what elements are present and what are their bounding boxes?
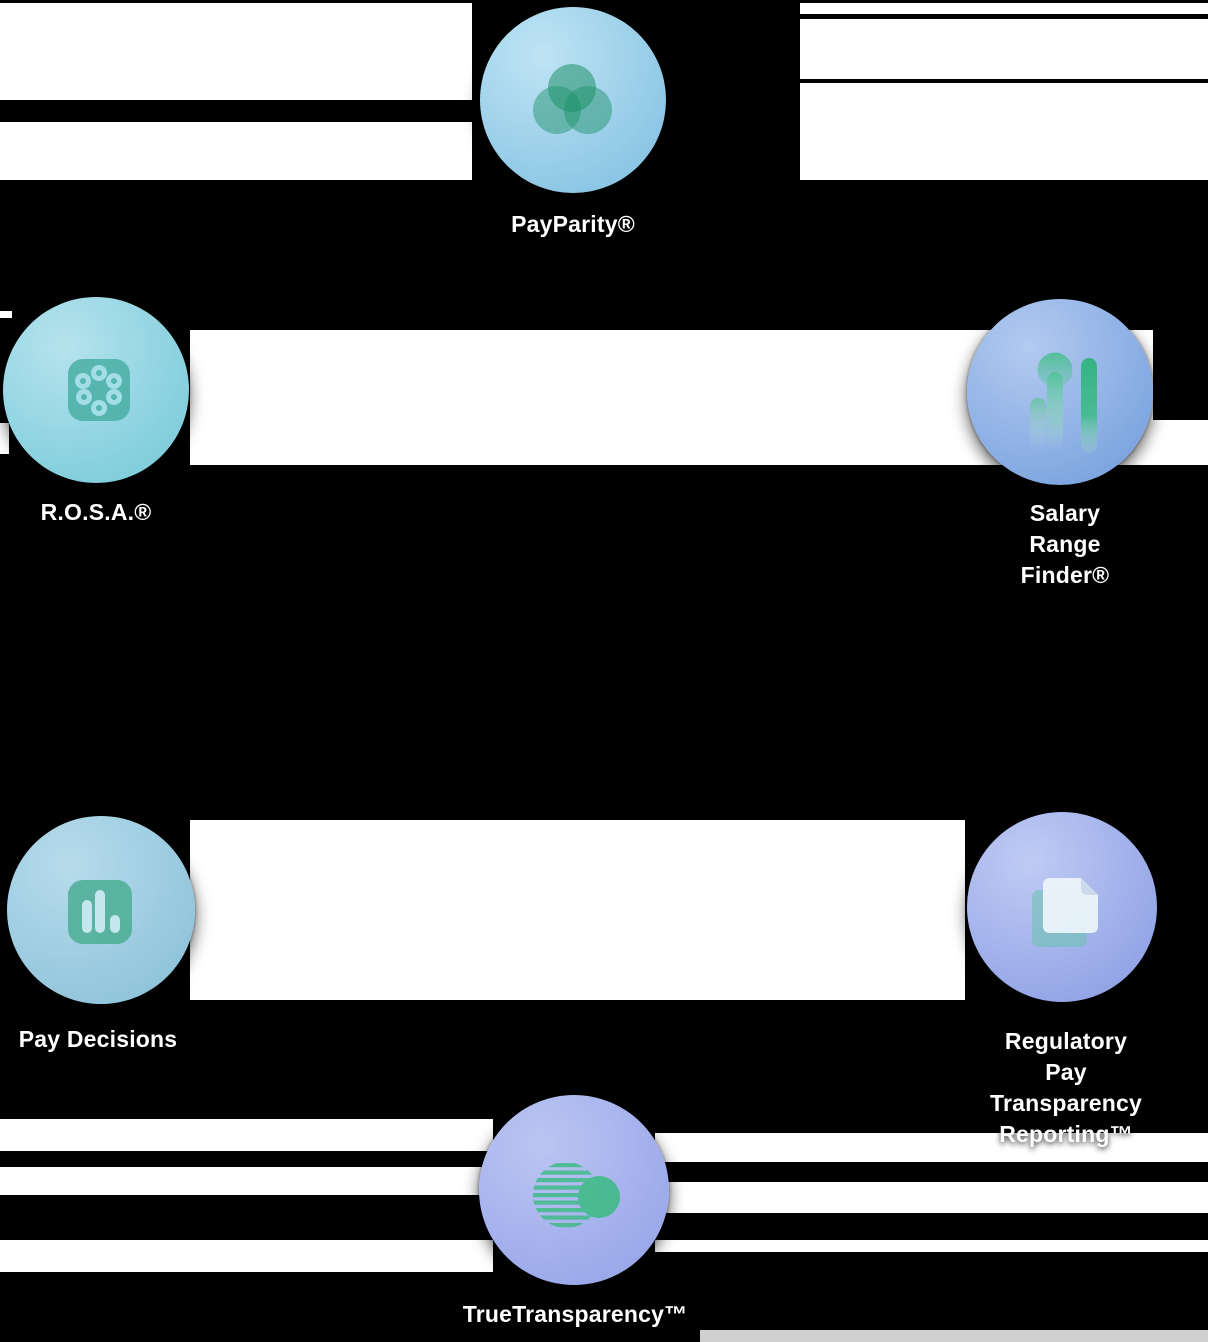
node-payparity-label: PayParity® xyxy=(511,211,635,237)
background-stripe xyxy=(0,423,9,454)
background-stripe xyxy=(655,1133,1208,1162)
background-stripe xyxy=(800,83,1208,180)
node-payparity[interactable] xyxy=(480,7,666,193)
node-rosa[interactable] xyxy=(3,297,189,483)
node-truetransparency[interactable] xyxy=(479,1095,669,1285)
background-stripe xyxy=(655,1182,1208,1213)
dice-dots-icon xyxy=(68,359,130,421)
venn-circles-icon xyxy=(533,64,612,134)
background-stripe xyxy=(655,1240,1208,1252)
background-stripe xyxy=(0,1240,493,1272)
background-stripe xyxy=(190,820,965,1000)
background-stripe xyxy=(1153,420,1208,465)
bar-chart-icon xyxy=(68,880,132,944)
stacked-documents-icon xyxy=(1032,878,1098,947)
node-pay-decisions[interactable] xyxy=(7,816,195,1004)
node-rosa-label: R.O.S.A.® xyxy=(40,499,152,525)
truetransparency-circle xyxy=(479,1095,669,1285)
background-stripe xyxy=(0,311,12,318)
background-stripe xyxy=(800,19,1208,79)
node-pay-decisions-label: Pay Decisions xyxy=(18,1026,178,1052)
node-regulatory-reporting-label: Regulatory Pay Transparency Reporting™ xyxy=(990,1028,1142,1147)
background-stripe xyxy=(0,1119,493,1151)
background-stripe xyxy=(0,1167,493,1195)
range-bars-icon xyxy=(1030,352,1097,453)
node-regulatory-reporting[interactable] xyxy=(967,812,1157,1002)
background-stripe xyxy=(800,3,1208,14)
node-salary-range-finder-label: Salary Range Finder® xyxy=(1020,500,1110,588)
node-salary-range-finder[interactable] xyxy=(967,299,1153,485)
background-stripe xyxy=(0,3,472,100)
node-truetransparency-label: TrueTransparency™ xyxy=(462,1301,688,1327)
background-stripe xyxy=(700,1330,1208,1342)
background-stripe xyxy=(0,122,472,180)
striped-circle-icon xyxy=(533,1163,620,1228)
